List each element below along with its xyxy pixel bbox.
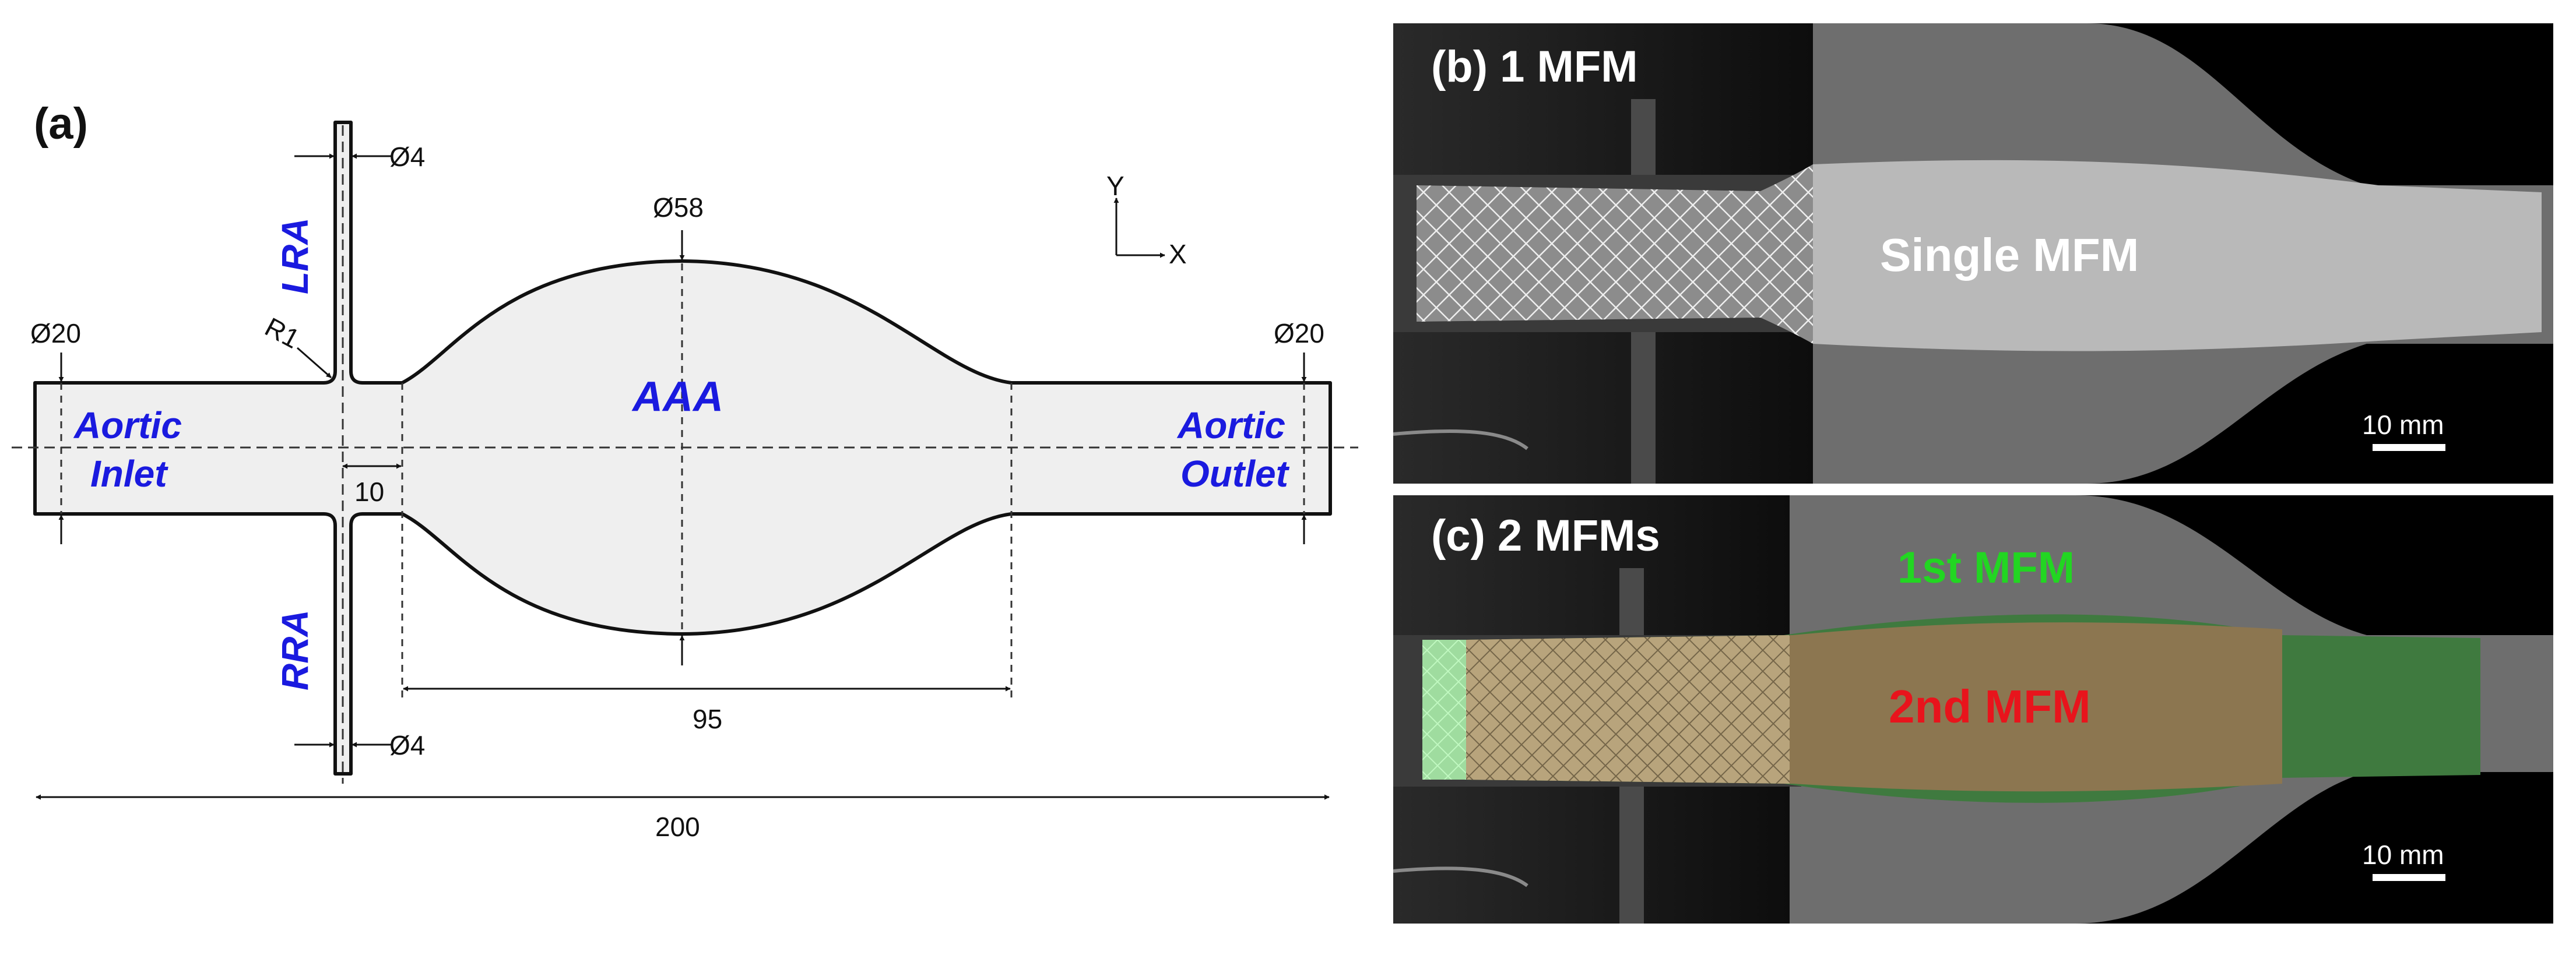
aaa-diameter-dimension: Ø58: [653, 192, 704, 665]
outlet-diameter-dimension: Ø20: [1274, 318, 1324, 544]
panel-b-stent-wires: [1417, 164, 1813, 344]
total-length-dimension: 200: [36, 794, 1330, 842]
aaa-length-dimension: 95: [403, 686, 1011, 734]
aaa-length-text: 95: [693, 704, 722, 734]
panel-c-second-label: 2nd MFM: [1889, 681, 2091, 732]
rra-diameter-text: Ø4: [389, 730, 425, 760]
panel-c-second-mfm-wires: [1466, 635, 1790, 784]
radius-dimension: R1: [260, 311, 332, 379]
offset-text: 10: [354, 477, 384, 507]
label-rra: RRA: [274, 609, 316, 690]
panel-b-mfm-body: [1813, 160, 2542, 351]
aaa-diameter-text: Ø58: [653, 192, 704, 223]
label-lra: LRA: [274, 217, 316, 294]
label-inlet-1: Aortic: [73, 404, 182, 446]
panel-b-guide-curve: [1393, 429, 1528, 450]
outlet-diameter-text: Ø20: [1274, 318, 1324, 348]
panel-c: (c) 2 MFMs 1st MFM 2nd MFM 10 mm: [1393, 495, 2553, 924]
panel-a-label: (a): [34, 99, 88, 149]
panel-c-first-mfm-inlet-wires: [1422, 640, 1469, 780]
lra-diameter-text: Ø4: [389, 142, 425, 172]
label-inlet-2: Inlet: [90, 453, 168, 495]
inlet-diameter-dimension: Ø20: [30, 318, 81, 544]
panel-b-scale-text: 10 mm: [2362, 410, 2444, 440]
panel-b-label: (b) 1 MFM: [1431, 42, 1638, 91]
panel-c-guide-curve: [1393, 866, 1528, 887]
axes-indicator: Y X: [1106, 171, 1187, 269]
panel-c-label: (c) 2 MFMs: [1431, 511, 1660, 561]
panel-c-scale-bar: [2373, 874, 2445, 881]
rra-diameter-dimension: Ø4: [294, 730, 425, 760]
axis-y-label: Y: [1106, 171, 1124, 201]
panel-b: (b) 1 MFM Single MFM 10 mm: [1393, 23, 2553, 484]
panel-a: (a) Y X Ø4 Ø4: [12, 99, 1358, 842]
offset-dimension: 10: [342, 463, 402, 507]
label-aaa: AAA: [631, 373, 723, 420]
panel-c-scale-text: 10 mm: [2362, 840, 2444, 870]
panel-b-scale-bar: [2373, 444, 2445, 451]
label-outlet-2: Outlet: [1180, 453, 1290, 495]
lra-diameter-dimension: Ø4: [294, 142, 425, 172]
panel-b-device-label: Single MFM: [1880, 229, 2139, 281]
axis-x-label: X: [1169, 239, 1187, 269]
panel-c-first-label: 1st MFM: [1897, 543, 2075, 593]
inlet-diameter-text: Ø20: [30, 318, 81, 348]
total-length-text: 200: [655, 812, 700, 842]
label-outlet-1: Aortic: [1176, 404, 1285, 446]
